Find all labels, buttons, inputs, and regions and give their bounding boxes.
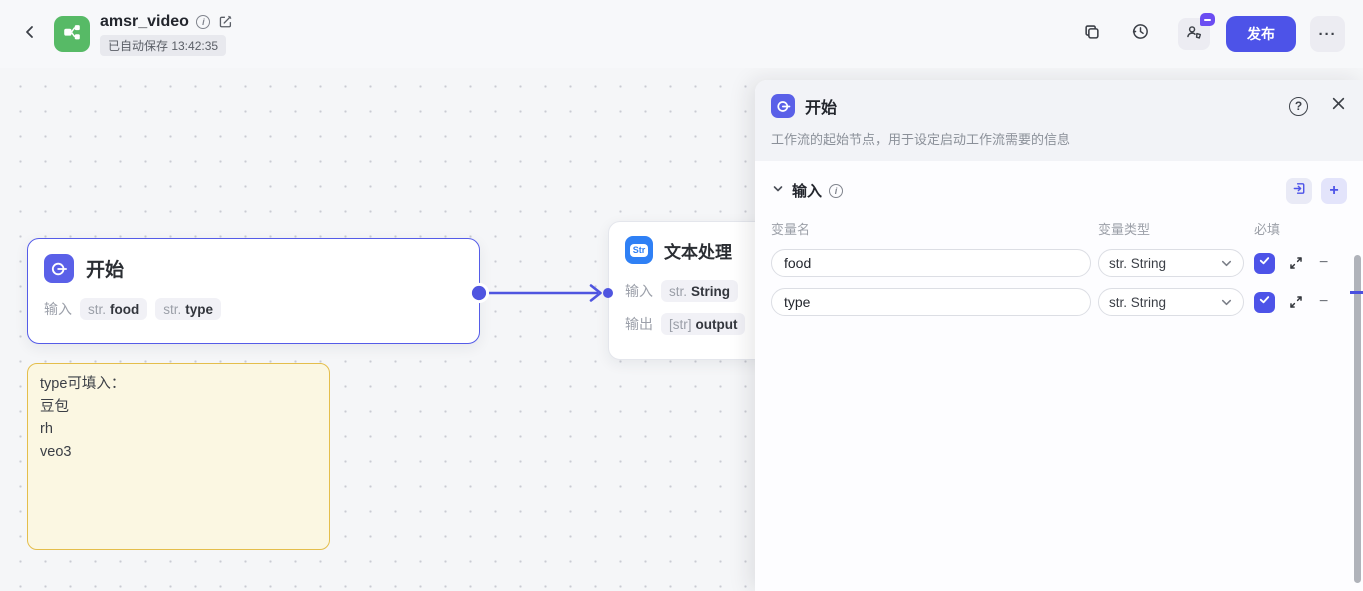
panel-body: 输入 i + 变量名 变量类型 [755,161,1363,332]
remove-row-button[interactable]: − [1319,254,1329,271]
people-icon [1185,23,1203,46]
variable-table-headers: 变量名 变量类型 必填 [771,219,1347,238]
back-button[interactable] [18,22,42,46]
topbar: amsr_video i 已自动保存 13:42:35 [0,0,1363,68]
note-line: 豆包 [40,398,69,415]
add-variable-button[interactable]: + [1321,177,1347,204]
workflow-app-icon [54,16,90,52]
variable-row-food: str. String [771,249,1347,277]
variable-name-input[interactable] [771,249,1091,277]
variable-type-select[interactable]: str. String [1098,249,1244,277]
chevron-down-icon [772,182,784,200]
title-block: amsr_video i 已自动保存 13:42:35 [100,13,233,56]
start-node-title: 开始 [86,260,125,281]
collapse-section-button[interactable] [771,184,785,198]
output-pill: [str]output [661,313,746,335]
edit-title-icon[interactable] [218,14,233,29]
input-row-label: 输入 [625,283,653,299]
chevron-down-icon [1220,296,1233,309]
column-variable-type: 变量类型 [1098,222,1151,237]
sticky-note[interactable]: type可填入： 豆包 rh veo3 [27,363,330,550]
panel-scrollbar[interactable] [1354,255,1361,583]
variable-name-input[interactable] [771,288,1091,316]
expand-row-button[interactable] [1288,255,1304,271]
more-button[interactable]: ··· [1310,16,1345,52]
expand-icon [1288,294,1304,310]
variable-type-select[interactable]: str. String [1098,288,1244,316]
chevron-down-icon [1220,257,1233,270]
required-checkbox[interactable] [1254,291,1275,313]
column-variable-name: 变量名 [771,222,811,237]
note-line: type可填入： [40,376,126,392]
input-pill-string: str.String [661,280,739,302]
expand-row-button[interactable] [1288,294,1304,310]
topbar-actions: 发布 ··· [1076,13,1345,52]
note-line: veo3 [40,443,72,460]
question-icon: ? [1294,99,1303,113]
collaboration-button-wrap [1178,13,1215,50]
note-line: rh [40,421,53,437]
start-node-icon [771,94,795,118]
plus-icon: + [1329,181,1339,199]
ellipsis-icon: ··· [1318,25,1337,43]
duplicate-button[interactable] [1076,18,1108,50]
start-node[interactable]: 开始 输入 str.food str.type [27,238,480,344]
workflow-title: amsr_video [100,12,189,30]
check-icon [1258,254,1271,272]
history-button[interactable] [1124,18,1156,50]
check-icon [1258,293,1271,311]
variable-row-type: str. String [771,288,1347,316]
input-section-label: 输入 [792,183,823,200]
expand-icon [1288,255,1304,271]
text-node-title: 文本处理 [664,242,732,262]
input-row-label: 输入 [44,301,72,317]
info-icon[interactable]: i [829,183,844,198]
help-button[interactable]: ? [1289,96,1308,116]
remove-row-button[interactable]: − [1319,293,1329,310]
output-row-label: 输出 [625,316,653,332]
panel-title: 开始 [805,100,838,117]
info-icon[interactable]: i [196,14,211,29]
required-checkbox[interactable] [1254,252,1275,274]
publish-button[interactable]: 发布 [1226,16,1296,52]
panel-description: 工作流的起始节点，用于设定启动工作流需要的信息 [771,132,1071,147]
node-config-panel: 开始 ? 工作流的起始节点，用于设定启动工作流需要的信息 [755,80,1363,591]
connection-arrowhead [589,284,602,302]
chevron-left-icon [22,24,38,45]
workflow-nodes-icon [61,21,83,48]
panel-header: 开始 ? 工作流的起始节点，用于设定启动工作流需要的信息 [755,80,1363,161]
start-node-icon [44,254,74,283]
history-clock-icon [1131,22,1150,46]
variable-pill-type: str.type [155,298,222,320]
collaboration-badge [1200,13,1215,26]
close-icon [1331,96,1346,116]
column-required: 必填 [1254,222,1281,237]
close-panel-button[interactable] [1329,97,1347,115]
text-processing-icon: Str [625,236,653,264]
copy-icon [1083,23,1101,46]
import-icon [1292,181,1307,201]
import-json-button[interactable] [1286,177,1312,204]
autosave-status: 已自动保存 13:42:35 [100,34,227,56]
offscreen-connection-wire [1350,291,1363,294]
variable-pill-food: str.food [80,298,148,320]
